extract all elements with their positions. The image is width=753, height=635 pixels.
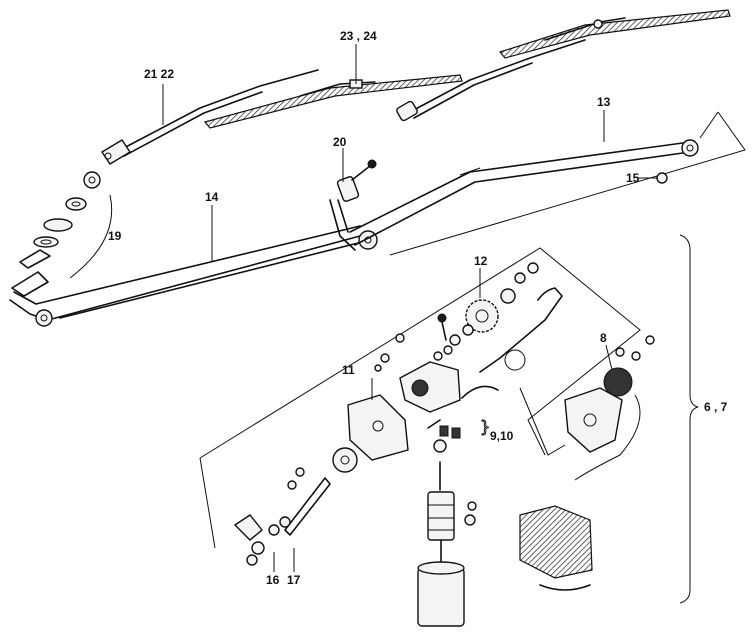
brush-set <box>427 419 461 453</box>
brace-brushes: } <box>480 417 490 436</box>
motor-exploded-outline <box>199 247 641 549</box>
right-wiper-arm <box>396 39 586 122</box>
pivot-hardware-stack <box>33 171 113 279</box>
label-nut: 17 <box>287 573 301 587</box>
left-wiper-arm <box>101 69 319 165</box>
label-clip: 15 <box>626 171 640 185</box>
pivot-shaft <box>329 159 377 251</box>
label-brushes: 9,10 <box>490 429 514 443</box>
assembly-bracket <box>679 234 699 604</box>
leader-lines <box>162 44 658 572</box>
label-wiper-arm: 21 22 <box>144 67 174 81</box>
limit-switch <box>564 335 655 481</box>
right-wiper-blade <box>498 9 731 59</box>
worm-gear <box>449 262 563 373</box>
gearbox-housing <box>347 313 499 461</box>
label-pivot-shaft: 20 <box>333 135 347 149</box>
label-washer: 16 <box>266 573 280 587</box>
label-crank: 11 <box>342 363 355 377</box>
label-switch: 8 <box>600 331 607 345</box>
label-gear: 12 <box>474 254 488 268</box>
label-pivot-hardware: 19 <box>108 229 122 243</box>
motor-cover <box>519 505 593 591</box>
linkage-rod-left <box>9 225 378 327</box>
left-wiper-blade <box>203 74 463 129</box>
linkage-rod-right <box>349 111 746 256</box>
label-motor-assembly: 6 , 7 <box>704 400 728 414</box>
label-linkage-right: 13 <box>597 95 611 109</box>
label-linkage-left: 14 <box>205 190 219 204</box>
label-wiper-blade: 23 , 24 <box>340 29 377 43</box>
motor-armature <box>417 461 477 627</box>
crank-linkage <box>233 447 358 566</box>
